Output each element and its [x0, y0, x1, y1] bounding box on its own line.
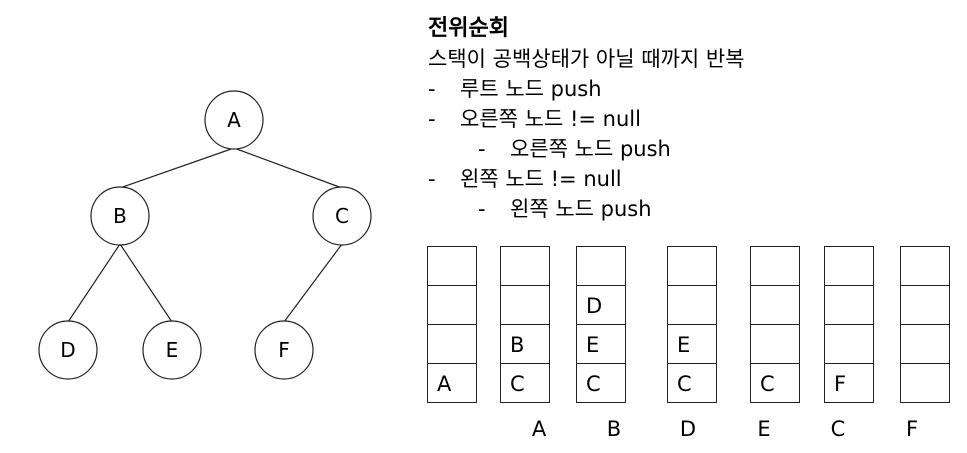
stack-state-1: A: [427, 246, 477, 403]
stack-cell: A: [427, 363, 477, 403]
bullet-dash: -: [478, 137, 486, 161]
stack-cell: [824, 285, 874, 325]
stack-cell: C: [750, 363, 800, 403]
stack-cell: C: [500, 363, 550, 403]
tree-node-f: F: [254, 320, 314, 380]
stack-cell: [824, 324, 874, 364]
node-label-f: F: [278, 338, 290, 362]
bullet-dash: -: [428, 167, 436, 191]
stack-cell: [427, 324, 477, 364]
popped-node-2: A: [531, 417, 547, 441]
tree-node-b: B: [90, 186, 150, 246]
loop-condition-line: 스택이 공백상태가 아닐 때까지 반복: [428, 44, 958, 74]
stack-cell: [750, 285, 800, 325]
bullet-dash: -: [478, 197, 486, 221]
stack-cell: [500, 285, 550, 325]
tree-node-c: C: [312, 186, 372, 246]
stack-state-5: C: [750, 246, 800, 403]
stack-cell: [427, 246, 477, 286]
stack-cell: [750, 324, 800, 364]
node-label-a: A: [227, 108, 241, 132]
stack-cell: [427, 285, 477, 325]
stack-cell: C: [667, 363, 717, 403]
edge-c-f: [283, 243, 343, 323]
stack-cell: [667, 285, 717, 325]
step-push-left: -왼쪽 노드 push: [428, 194, 958, 224]
popped-node-5: E: [757, 417, 771, 441]
stack-cell: D: [576, 285, 626, 325]
stack-cell: [667, 246, 717, 286]
step-text: 오른쪽 노드 push: [510, 137, 671, 161]
popped-node-4: D: [679, 417, 697, 441]
stack-state-2: B C: [500, 246, 550, 403]
node-label-e: E: [166, 338, 179, 362]
step-push-root: -루트 노드 push: [428, 74, 958, 104]
edge-b-d: [67, 243, 121, 323]
stack-state-4: E C: [667, 246, 717, 403]
tree-node-d: D: [38, 320, 98, 380]
step-check-right: -오른쪽 노드 != null: [428, 104, 958, 134]
stack-state-7: [900, 246, 950, 403]
stack-cell: [824, 246, 874, 286]
bullet-dash: -: [428, 77, 436, 101]
node-label-c: C: [335, 204, 349, 228]
step-push-right: -오른쪽 노드 push: [428, 134, 958, 164]
edge-a-c: [233, 147, 343, 189]
popped-node-7: F: [905, 417, 919, 441]
popped-node-6: C: [830, 417, 846, 441]
step-text: 오른쪽 노드 != null: [460, 107, 641, 131]
stack-cell: [500, 246, 550, 286]
edge-b-e: [119, 243, 173, 323]
stack-cell: B: [500, 324, 550, 364]
tree-node-e: E: [142, 320, 202, 380]
step-check-left: -왼쪽 노드 != null: [428, 164, 958, 194]
bullet-dash: -: [428, 107, 436, 131]
node-label-d: D: [60, 338, 75, 362]
node-label-b: B: [113, 204, 127, 228]
stack-state-6: F: [824, 246, 874, 403]
binary-tree-diagram: A B C D E F: [38, 90, 372, 380]
stack-cell: [900, 285, 950, 325]
stack-cell: E: [576, 324, 626, 364]
stack-state-3: D E C: [576, 246, 626, 403]
edge-a-b: [119, 147, 235, 189]
step-text: 왼쪽 노드 push: [510, 197, 652, 221]
step-text: 루트 노드 push: [460, 77, 602, 101]
stack-cell: [900, 246, 950, 286]
stack-cell: [900, 363, 950, 403]
stack-cell: F: [824, 363, 874, 403]
algorithm-title: 전위순회: [428, 16, 509, 41]
stack-cell: C: [576, 363, 626, 403]
stack-cell: [900, 324, 950, 364]
stack-cell: [750, 246, 800, 286]
tree-node-a: A: [204, 90, 264, 150]
algorithm-description: 전위순회 스택이 공백상태가 아닐 때까지 반복 -루트 노드 push -오른…: [428, 14, 958, 224]
loop-condition-text: 스택이 공백상태가 아닐 때까지 반복: [428, 47, 745, 71]
popped-node-3: B: [606, 417, 622, 441]
step-text: 왼쪽 노드 != null: [460, 167, 622, 191]
stack-cell: [576, 246, 626, 286]
stack-cell: E: [667, 324, 717, 364]
